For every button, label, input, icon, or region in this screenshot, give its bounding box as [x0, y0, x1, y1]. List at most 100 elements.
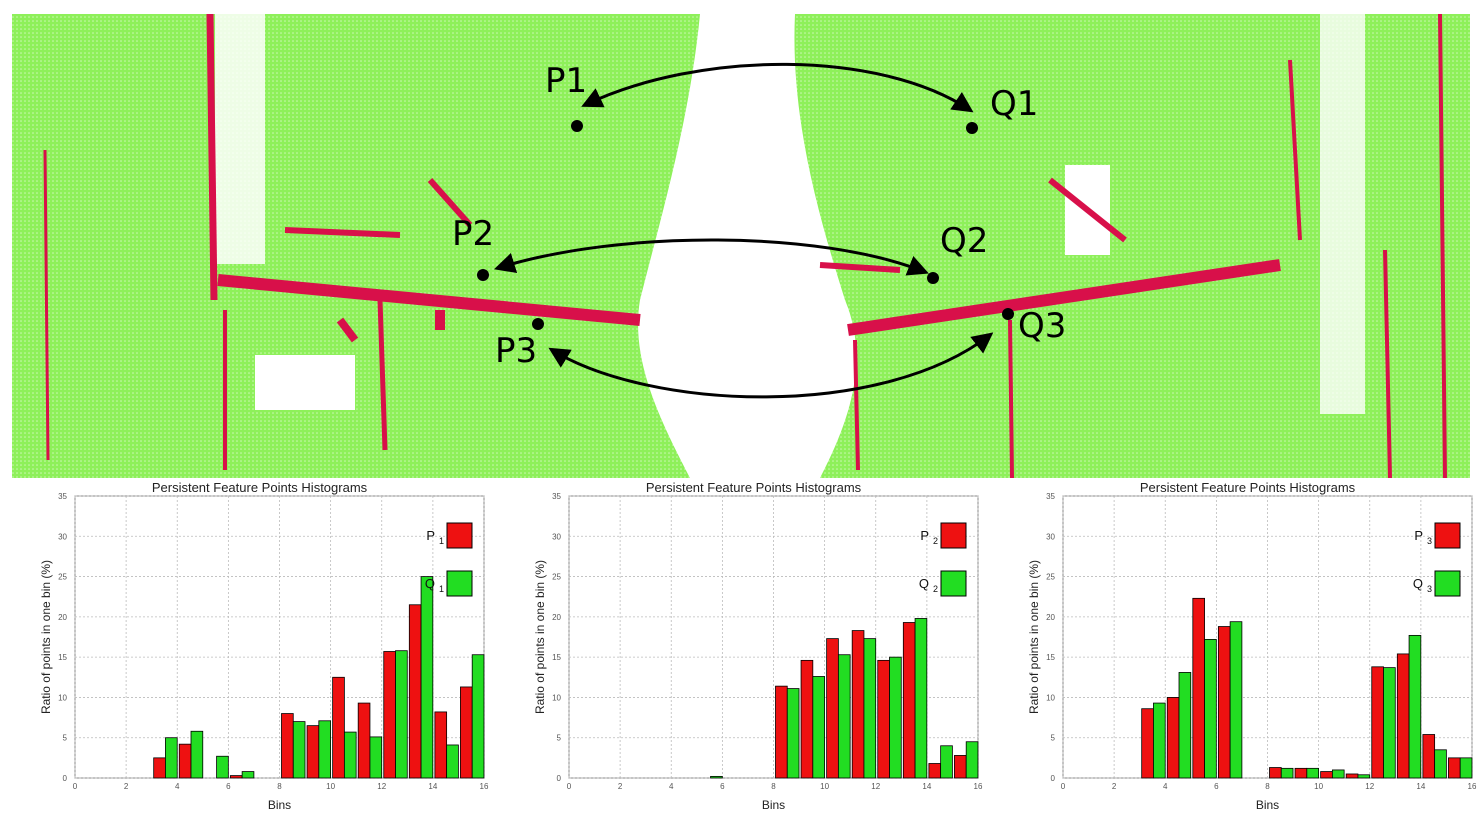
bar-q1-bin-3	[165, 737, 178, 779]
bar-q1-bin-5	[216, 755, 229, 779]
x-tick-label: 2	[1112, 782, 1117, 791]
legend-label-subscript: 1	[439, 536, 444, 546]
x-tick-label: 8	[771, 782, 776, 791]
x-axis-label: Bins	[268, 798, 291, 812]
point-p3	[532, 318, 544, 330]
y-tick-label: 30	[58, 532, 67, 541]
y-axis-label: Ratio of points in one bin (%)	[533, 560, 547, 714]
bar-q3-bin-5	[1204, 639, 1217, 779]
x-tick-label: 12	[871, 782, 880, 791]
y-tick-label: 15	[58, 653, 67, 662]
y-tick-label: 15	[552, 653, 561, 662]
legend-swatch	[446, 570, 473, 597]
chart-title: Persistent Feature Points Histograms	[1140, 480, 1356, 495]
y-tick-label: 25	[552, 573, 561, 582]
bar-p2-bin-9	[800, 659, 814, 779]
y-tick-label: 10	[58, 693, 67, 702]
bar-q2-bin-11	[863, 638, 877, 779]
y-axis-label: Ratio of points in one bin (%)	[1027, 560, 1041, 714]
y-tick-label: 0	[63, 774, 68, 783]
y-tick-label: 35	[552, 492, 561, 501]
x-tick-label: 16	[480, 782, 489, 791]
y-tick-label: 35	[58, 492, 67, 501]
y-tick-label: 30	[552, 532, 561, 541]
bar-p2-bin-10	[826, 638, 839, 779]
legend-swatch	[940, 522, 967, 549]
bar-p3-bin-8	[1269, 767, 1282, 779]
x-tick-label: 10	[326, 782, 335, 791]
bar-p1-bin-14	[434, 711, 448, 779]
x-tick-label: 14	[1416, 782, 1425, 791]
bar-q3-bin-12	[1383, 667, 1396, 779]
x-tick-label: 12	[1365, 782, 1374, 791]
label-q1: Q1	[990, 84, 1038, 124]
bar-p2-bin-8	[775, 685, 788, 779]
legend-label: Q	[425, 576, 435, 591]
bar-q1-bin-10	[343, 731, 357, 779]
y-tick-label: 10	[1046, 693, 1055, 702]
chart-title: Persistent Feature Points Histograms	[646, 480, 862, 495]
bar-q1-bin-4	[190, 730, 204, 779]
bar-p3-bin-6	[1217, 626, 1231, 779]
bar-q3-bin-6	[1229, 621, 1243, 779]
right-point-cloud	[794, 14, 1470, 478]
bar-q3-bin-10	[1331, 769, 1345, 779]
bar-q2-bin-13	[914, 618, 928, 779]
bar-p3-bin-12	[1371, 666, 1384, 779]
legend-swatch	[1434, 522, 1461, 549]
x-tick-label: 0	[1061, 782, 1066, 791]
point-p2	[477, 269, 489, 281]
legend-label-subscript: 1	[439, 584, 444, 594]
bar-p1-bin-6	[229, 775, 243, 779]
bar-q3-bin-13	[1408, 634, 1422, 779]
x-tick-label: 12	[377, 782, 386, 791]
legend-label-subscript: 3	[1427, 536, 1432, 546]
bar-q1-bin-13	[420, 576, 434, 779]
x-tick-label: 14	[922, 782, 931, 791]
y-tick-label: 20	[552, 613, 561, 622]
legend-label: P	[920, 528, 929, 543]
x-tick-label: 16	[974, 782, 983, 791]
bar-p3-bin-15	[1448, 757, 1461, 779]
y-tick-label: 0	[557, 774, 562, 783]
bar-q3-bin-3	[1153, 702, 1166, 779]
bar-p2-bin-11	[851, 630, 865, 779]
y-tick-label: 20	[1046, 613, 1055, 622]
x-tick-label: 14	[428, 782, 437, 791]
y-tick-label: 10	[552, 693, 561, 702]
y-tick-label: 5	[557, 734, 562, 743]
bar-p1-bin-15	[460, 686, 473, 779]
y-tick-label: 5	[1051, 734, 1056, 743]
x-tick-label: 4	[669, 782, 674, 791]
bar-p2-bin-13	[902, 622, 916, 779]
label-p3: P3	[495, 331, 537, 371]
x-tick-label: 16	[1468, 782, 1477, 791]
legend-swatch	[1434, 570, 1461, 597]
bar-q1-bin-8	[292, 721, 306, 779]
y-tick-label: 35	[1046, 492, 1055, 501]
bar-p2-bin-12	[877, 659, 890, 779]
bar-p3-bin-3	[1141, 708, 1154, 779]
point-cloud-scene: P1 Q1 P2 Q2 P3 Q3	[12, 13, 1470, 478]
bar-p3-bin-9	[1294, 767, 1308, 779]
label-p1: P1	[545, 61, 587, 101]
x-tick-label: 8	[277, 782, 282, 791]
y-tick-label: 0	[1051, 774, 1056, 783]
arrow-p3-q3	[548, 332, 994, 399]
bar-q3-bin-15	[1459, 757, 1473, 779]
legend-label: P	[1414, 528, 1423, 543]
bar-q3-bin-4	[1178, 672, 1192, 779]
left-edges	[43, 13, 641, 470]
x-tick-label: 2	[124, 782, 129, 791]
bar-q3-bin-11	[1357, 774, 1371, 779]
y-tick-label: 20	[58, 613, 67, 622]
bar-p1-bin-3	[153, 757, 166, 779]
bar-p1-bin-10	[332, 676, 345, 779]
bar-q3-bin-14	[1434, 749, 1447, 779]
bar-p3-bin-4	[1166, 697, 1180, 779]
legend-label: P	[426, 528, 435, 543]
y-tick-label: 15	[1046, 653, 1055, 662]
